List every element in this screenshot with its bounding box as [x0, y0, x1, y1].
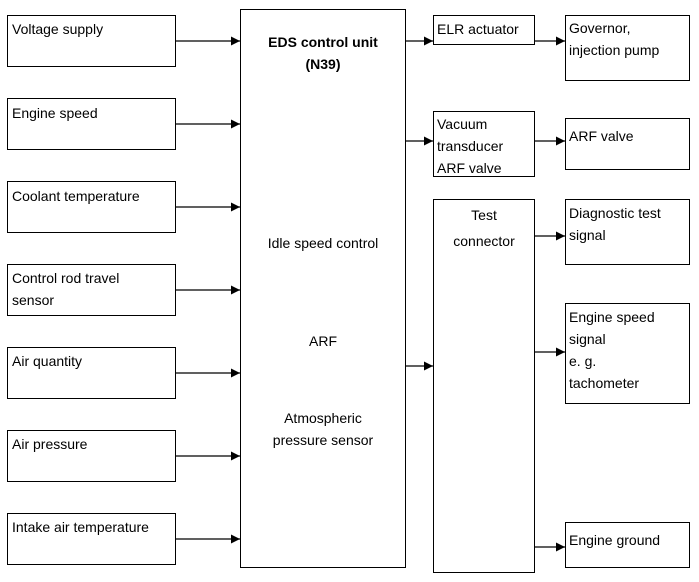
- output-box-governor: [565, 15, 690, 81]
- output-label-engine-ground: Engine ground: [569, 532, 661, 548]
- actuator-label-elr: ELR actuator: [437, 21, 519, 37]
- actuator-box-elr: [433, 15, 535, 45]
- control-unit-title: EDS control unit (N39): [268, 34, 378, 72]
- input-box-air-quantity: [7, 347, 176, 399]
- input-box-coolant-temperature: [7, 181, 176, 233]
- output-box-diagnostic-test-signal: [565, 199, 690, 265]
- input-box-voltage-supply: [7, 15, 176, 67]
- output-label-diagnostic-test-signal: Diagnostic test signal: [569, 205, 661, 243]
- input-box-intake-air-temperature: [7, 513, 176, 565]
- input-label-air-quantity: Air quantity: [12, 353, 83, 369]
- function-atmospheric-pressure-sensor: Atmospheric pressure sensor: [272, 410, 374, 448]
- input-label-air-pressure: Air pressure: [12, 436, 88, 452]
- function-idle-speed-control: Idle speed control: [267, 235, 379, 251]
- actuator-box-vacuum-transducer: [433, 111, 535, 177]
- input-box-engine-speed: [7, 98, 176, 150]
- output-box-engine-speed-signal: [565, 303, 690, 404]
- input-box-control-rod-travel: [7, 264, 176, 316]
- output-label-arf-valve: ARF valve: [569, 128, 634, 144]
- input-label-intake-air-temperature: Intake air temperature: [12, 519, 149, 535]
- actuator-label-vacuum-transducer: Vacuum transducer ARF valve: [437, 116, 504, 176]
- input-box-air-pressure: [7, 430, 176, 482]
- function-arf: ARF: [309, 333, 337, 349]
- output-label-engine-speed-signal: Engine speed signal e. g. tachometer: [569, 309, 655, 391]
- control-unit-box: [240, 9, 406, 568]
- output-label-governor: Governor, injection pump: [569, 20, 660, 58]
- test-connector-label: Test connector: [453, 207, 515, 249]
- test-connector-box: [433, 199, 535, 573]
- output-box-engine-ground: [565, 522, 690, 568]
- input-label-control-rod-travel: Control rod travel sensor: [12, 270, 120, 308]
- input-label-voltage-supply: Voltage supply: [12, 21, 104, 37]
- input-label-engine-speed: Engine speed: [12, 105, 98, 121]
- input-label-coolant-temperature: Coolant temperature: [12, 188, 140, 204]
- output-box-arf-valve: [565, 118, 690, 170]
